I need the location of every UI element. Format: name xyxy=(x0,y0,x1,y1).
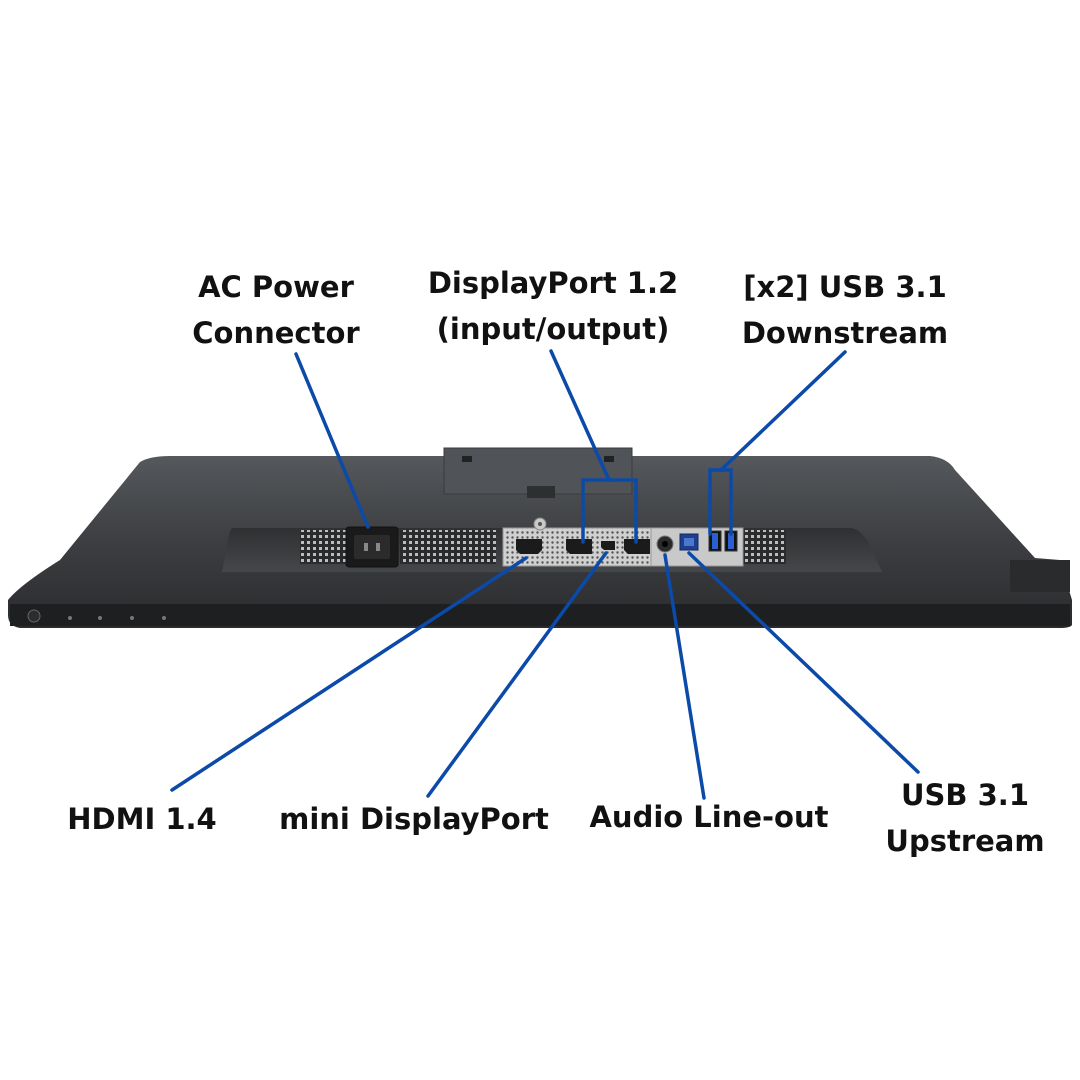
mini-displayport-port-icon xyxy=(601,541,615,550)
label-displayport: DisplayPort 1.2 (input/output) xyxy=(412,260,694,352)
menu-button-icon xyxy=(130,616,134,620)
usb-b-port-insert xyxy=(684,538,694,546)
menu-button-icon xyxy=(98,616,102,620)
label-mini-displayport-line1: mini DisplayPort xyxy=(279,802,549,836)
leader-ac-power xyxy=(294,352,370,529)
stand-clip xyxy=(527,486,555,498)
label-usb-upstream: USB 3.1 Upstream xyxy=(872,772,1058,864)
leader-mini-displayport xyxy=(426,551,608,798)
leader-usb-upstream xyxy=(687,551,920,774)
power-button-icon xyxy=(27,609,41,623)
label-mini-displayport: mini DisplayPort xyxy=(272,796,556,842)
displayport-port-icon xyxy=(566,539,592,554)
label-usb-downstream-line1: [x2] USB 3.1 xyxy=(743,270,947,304)
label-hdmi-line1: HDMI 1.4 xyxy=(67,802,217,836)
cable-notch xyxy=(1010,560,1070,592)
label-usb-upstream-line2: Upstream xyxy=(885,824,1045,858)
label-displayport-line1: DisplayPort 1.2 xyxy=(427,266,679,300)
label-usb-upstream-line1: USB 3.1 xyxy=(900,778,1029,812)
audio-jack-hole xyxy=(662,541,668,547)
vent-grilles xyxy=(300,530,786,564)
displayport-port-icon xyxy=(624,539,650,554)
label-ac-power: AC Power Connector xyxy=(176,264,376,356)
panel-screw-hole xyxy=(538,522,542,526)
hdmi-port-icon xyxy=(516,539,542,554)
menu-button-icon xyxy=(68,616,72,620)
leader-usb-downstream xyxy=(719,350,847,472)
label-displayport-line2: (input/output) xyxy=(436,312,670,346)
label-usb-downstream: [x2] USB 3.1 Downstream xyxy=(730,264,960,356)
mount-screw-right xyxy=(604,456,614,462)
power-port-icon xyxy=(345,526,399,568)
label-usb-downstream-line2: Downstream xyxy=(741,316,949,350)
vent-right xyxy=(742,530,786,564)
leader-displayport xyxy=(549,349,611,482)
leader-lines xyxy=(170,349,920,800)
vent-middle xyxy=(400,530,496,564)
usb-a-port-tongue xyxy=(728,533,734,549)
leader-audio xyxy=(663,553,706,800)
menu-button-icon xyxy=(162,616,166,620)
vent-left xyxy=(300,530,346,564)
label-audio-line-out-line1: Audio Line-out xyxy=(589,800,829,834)
usb-a-port-tongue xyxy=(712,533,718,549)
label-audio-line-out: Audio Line-out xyxy=(580,794,838,840)
label-hdmi: HDMI 1.4 xyxy=(52,796,232,842)
mount-screw-left xyxy=(462,456,472,462)
leader-hdmi xyxy=(170,556,528,792)
label-ac-power-line1: AC Power xyxy=(198,270,354,304)
label-ac-power-line2: Connector xyxy=(192,316,360,350)
bottom-bezel xyxy=(10,604,1070,626)
